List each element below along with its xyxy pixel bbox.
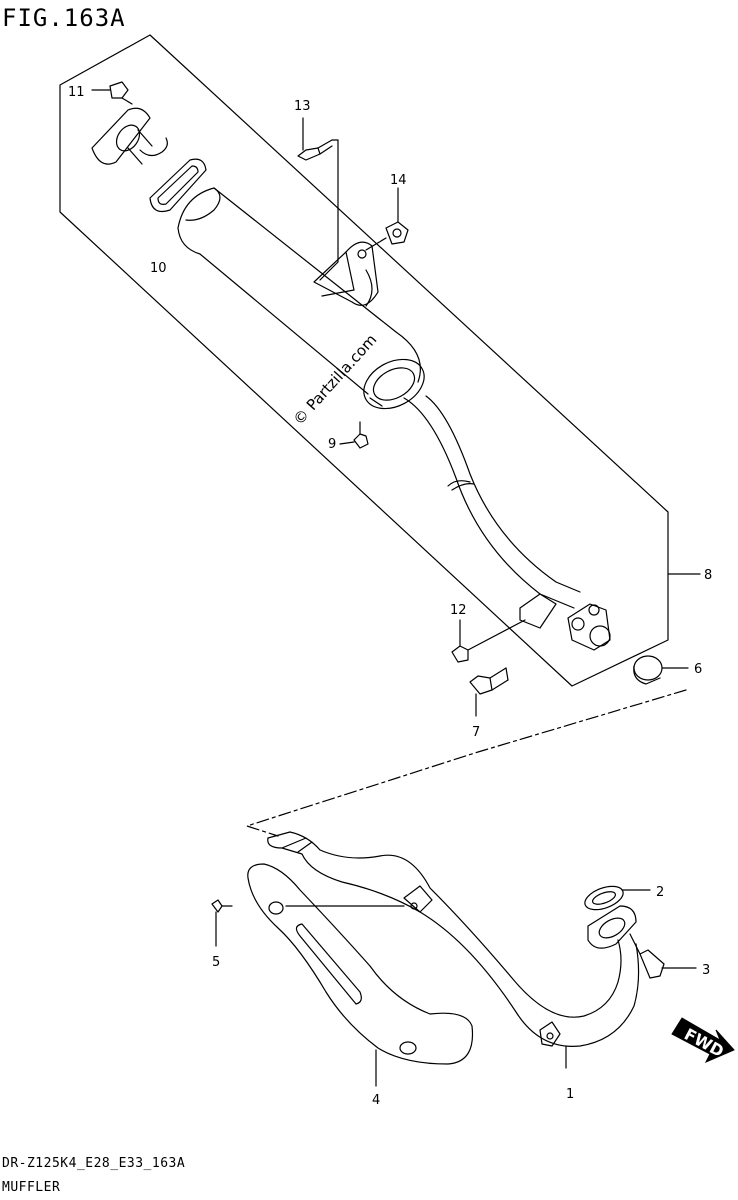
bush-6 (633, 655, 689, 685)
bolt-13 (297, 117, 339, 263)
fwd-arrow-shape (671, 1017, 735, 1063)
muffler-body (177, 187, 425, 410)
callout-3: 3 (702, 963, 710, 978)
fwd-label: FWD (681, 1025, 727, 1061)
exhaust-pipe-1 (267, 831, 640, 1069)
heat-shield-4 (247, 863, 474, 1087)
figure-title: FIG.163A (2, 4, 126, 32)
bolt-5 (211, 899, 233, 947)
muffler-flange (91, 107, 168, 165)
bolt-12 (451, 619, 526, 663)
connection-dashed-line (246, 689, 687, 837)
bolt-7 (469, 667, 509, 717)
callout-2: 2 (656, 885, 664, 900)
callout-12: 12 (450, 603, 467, 618)
callout-4: 4 (372, 1093, 380, 1108)
callout-1: 1 (566, 1087, 574, 1102)
muffler-bracket (313, 241, 379, 307)
pipe-clamp (519, 593, 611, 651)
model-code: DR-Z125K4_E28_E33_163A (2, 1156, 186, 1171)
nut-14 (365, 187, 409, 251)
callout-11: 11 (68, 85, 85, 100)
bolt-3 (629, 933, 697, 979)
callout-10: 10 (150, 261, 167, 276)
callout-7: 7 (472, 725, 480, 740)
callout-13: 13 (294, 99, 311, 114)
callout-9: 9 (328, 437, 336, 452)
callout-6: 6 (694, 662, 702, 677)
callout-5: 5 (212, 955, 220, 970)
assembly-8-boundary (59, 34, 669, 687)
muffler-gasket (149, 158, 207, 213)
muffler-inlet-pipe (403, 395, 581, 609)
gasket-2 (584, 885, 651, 911)
callout-14: 14 (390, 173, 407, 188)
screw-11 (91, 81, 133, 105)
fwd-arrow: FWD (671, 1017, 735, 1063)
callout-8: 8 (704, 568, 712, 583)
section-name: MUFFLER (2, 1180, 61, 1195)
bolt-9 (339, 421, 369, 449)
